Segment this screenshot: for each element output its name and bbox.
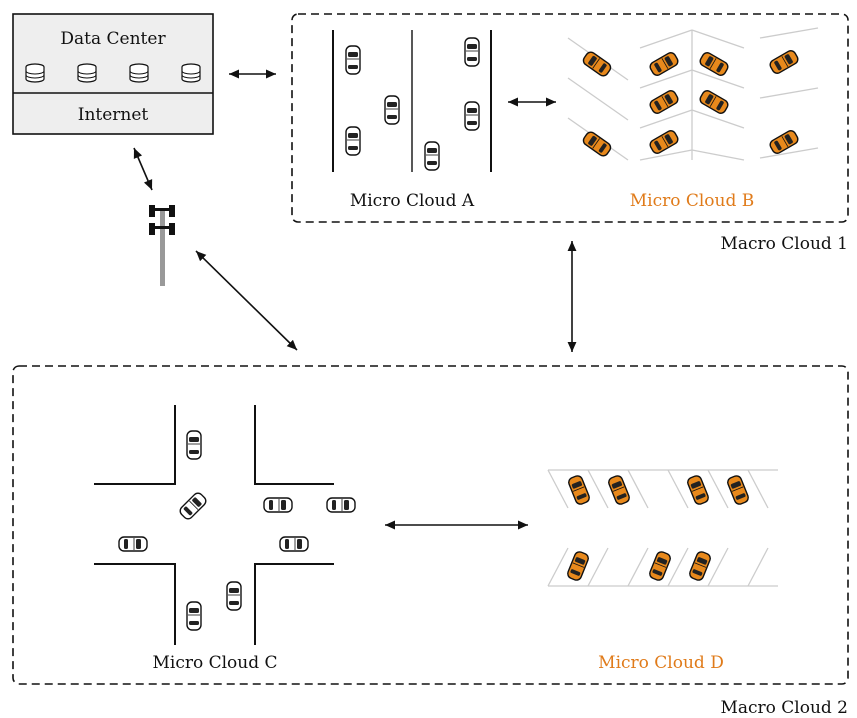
database-icon: [130, 64, 148, 82]
car-icon: [178, 491, 208, 521]
car-icon: [425, 142, 439, 170]
car-icon: [346, 127, 360, 155]
car-icon: [327, 498, 355, 512]
car-icon: [187, 431, 201, 459]
database-icon: [182, 64, 200, 82]
car-icon: [768, 129, 799, 155]
micro-cloud-b-label: Micro Cloud B: [630, 191, 755, 211]
car-icon: [385, 96, 399, 124]
car-icon: [648, 89, 679, 115]
car-icon: [582, 50, 613, 78]
car-icon: [187, 602, 201, 630]
car-icon: [688, 550, 711, 581]
micro-cloud-a-label: Micro Cloud A: [350, 191, 475, 211]
data-center-box: Data Center Internet: [13, 14, 213, 134]
internet-label: Internet: [78, 105, 149, 125]
car-icon: [648, 51, 679, 77]
micro-cloud-d-parking: [548, 470, 778, 586]
car-icon: [582, 130, 613, 158]
car-icon: [119, 537, 147, 551]
tower-macro2-arrow: [196, 251, 297, 350]
car-icon: [726, 474, 749, 505]
internet-tower-arrow: [134, 148, 152, 190]
cell-tower-icon: [149, 205, 175, 286]
car-icon: [648, 550, 671, 581]
car-icon: [698, 89, 729, 115]
macro-cloud-2-label: Macro Cloud 2: [720, 698, 848, 718]
micro-cloud-c-intersection: [94, 405, 355, 645]
car-icon: [607, 474, 630, 505]
car-icon: [567, 474, 590, 505]
car-icon: [566, 550, 589, 581]
micro-cloud-c-label: Micro Cloud C: [152, 653, 277, 673]
car-icon: [648, 129, 679, 155]
car-icon: [465, 38, 479, 66]
database-icon: [26, 64, 44, 82]
database-icon: [78, 64, 96, 82]
micro-cloud-b-parking: [568, 28, 818, 160]
macro-cloud-1-label: Macro Cloud 1: [720, 234, 848, 254]
car-icon: [280, 537, 308, 551]
car-icon: [465, 102, 479, 130]
car-icon: [227, 582, 241, 610]
data-center-title: Data Center: [60, 29, 166, 49]
car-icon: [264, 498, 292, 512]
micro-cloud-a-road: [333, 30, 491, 172]
car-icon: [686, 474, 709, 505]
micro-cloud-d-label: Micro Cloud D: [598, 653, 724, 673]
car-icon: [346, 46, 360, 74]
car-icon: [768, 49, 799, 75]
